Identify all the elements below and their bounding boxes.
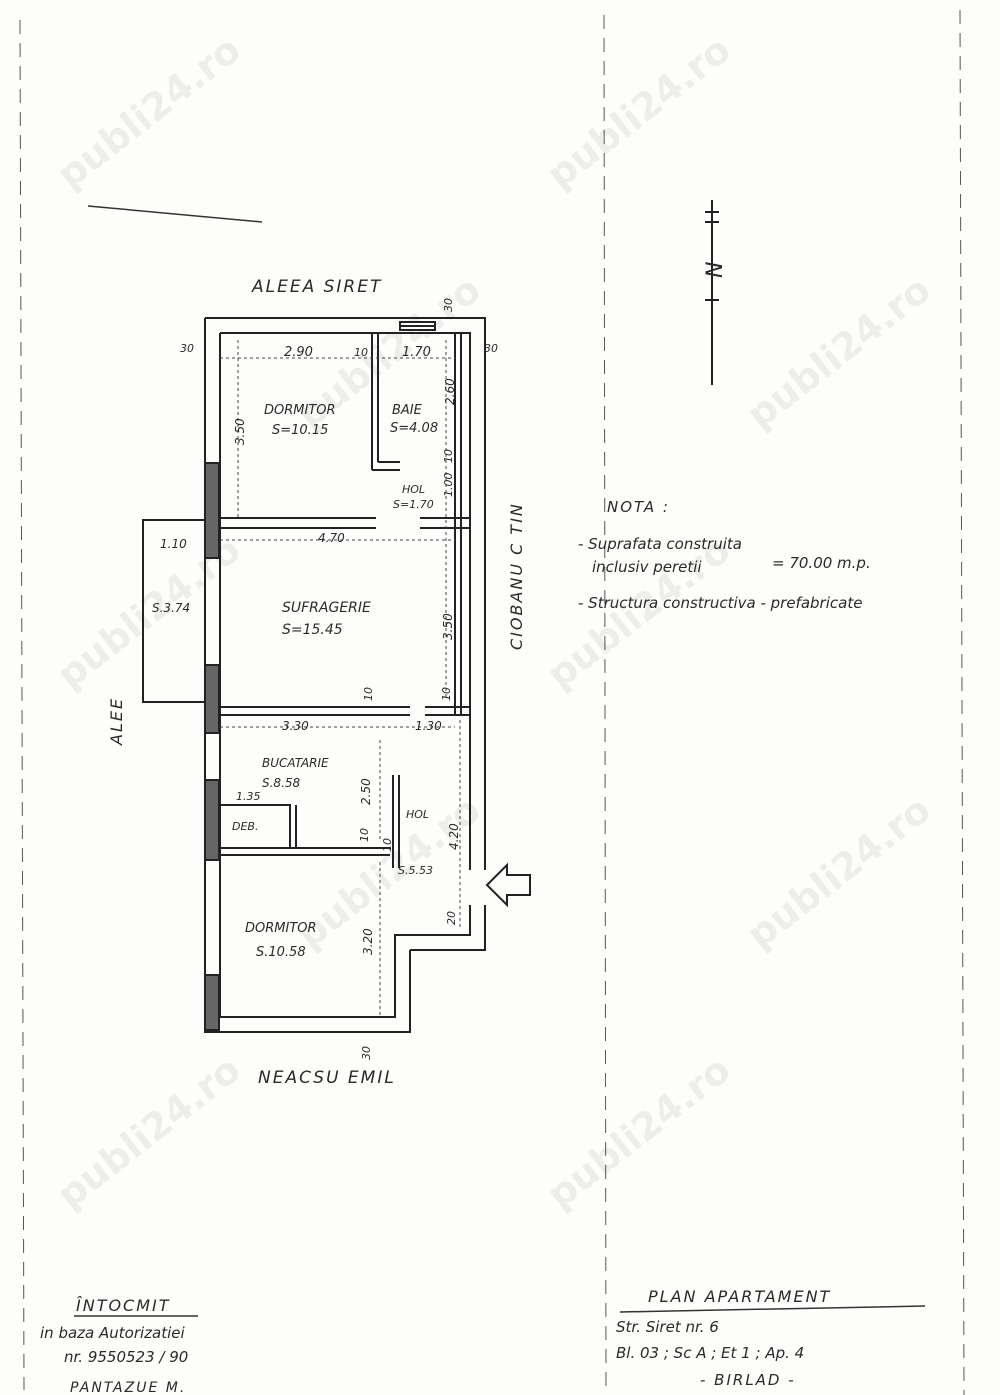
nota-line3: = 70.00 m.p.	[772, 554, 871, 572]
title-block-line1: Str. Siret nr. 6	[616, 1318, 719, 1336]
nota-line2: inclusiv peretii	[592, 558, 702, 576]
walls	[142, 317, 486, 1033]
room-dormitor1-area: S=10.15	[272, 423, 328, 438]
dimension-lines	[220, 340, 461, 1015]
room-dormitor2-area: S.10.58	[256, 945, 306, 960]
dim-h-partition: 10	[442, 449, 455, 463]
svg-text:publi24.ro: publi24.ro	[538, 27, 738, 197]
svg-text:publi24.ro: publi24.ro	[738, 787, 938, 957]
title-block-title: PLAN APARTAMENT	[648, 1287, 831, 1306]
dim-w-bucatarie: 3.30	[282, 719, 309, 733]
dim-p3: 10	[358, 828, 371, 842]
room-hol2-area: S.5.53	[398, 864, 433, 877]
nota-title: NOTA :	[607, 498, 670, 516]
dim-top-wall: 30	[442, 298, 455, 312]
room-bucatarie-name: BUCATARIE	[262, 756, 329, 770]
room-dormitor2-name: DORMITOR	[245, 921, 317, 936]
dim-h-sufragerie: 3.50	[441, 613, 455, 640]
dim-h-dormitor1: 3.50	[233, 418, 247, 445]
dim-h-dormitor2: 3.20	[361, 928, 375, 955]
dim-p5: 10	[381, 838, 394, 852]
title-block-line2: Bl. 03 ; Sc A ; Et 1 ; Ap. 4	[616, 1344, 804, 1362]
dim-w-balcon: 1.10	[160, 537, 187, 551]
dim-w-deb: 1.35	[236, 790, 261, 803]
dim-h-baie: 2.60	[443, 378, 457, 405]
stray-mark	[87, 205, 263, 223]
room-deb-name: DEB.	[232, 820, 258, 833]
dim-h-bucatarie: 2.50	[359, 778, 373, 805]
stamp-title: ÎNTOCMIT	[76, 1296, 171, 1315]
dim-w-hol2: 1.30	[415, 719, 442, 733]
svg-text:publi24.ro: publi24.ro	[48, 27, 248, 197]
dimension-labels: 30 30 30 2.90 10 1.70 3.50 2.60 1.00 10 …	[160, 298, 498, 1060]
room-sufragerie-name: SUFRAGERIE	[282, 600, 371, 616]
street-east: CIOBANU C TIN	[507, 502, 526, 650]
dim-w-partition: 10	[354, 346, 368, 359]
dim-w-sufragerie: 4.70	[318, 531, 345, 545]
dim-p1: 10	[362, 687, 375, 701]
room-bucatarie-area: S.8.58	[262, 776, 301, 790]
stamp-line3: PANTAZUE M.	[70, 1380, 186, 1395]
room-baie-area: S=4.08	[390, 421, 438, 436]
nota-line1: - Suprafata construita	[578, 535, 742, 553]
watermark: publi24.ro publi24.ro publi24.ro publi24…	[48, 27, 938, 1217]
svg-text:publi24.ro: publi24.ro	[288, 787, 488, 957]
svg-text:publi24.ro: publi24.ro	[538, 1047, 738, 1217]
dim-bottom-wall: 30	[360, 1046, 373, 1060]
dim-w-dormitor1: 2.90	[284, 345, 313, 360]
room-hol1-area: S=1.70	[393, 498, 434, 511]
stamp-block: ÎNTOCMIT in baza Autorizatiei nr. 955052…	[40, 1296, 198, 1395]
dim-w-baie: 1.70	[402, 345, 431, 360]
paper-edges	[19, 9, 965, 1395]
north-label: N	[703, 262, 728, 278]
svg-text:publi24.ro: publi24.ro	[738, 267, 938, 437]
room-hol2-name: HOL	[406, 808, 429, 821]
dim-p4: 20	[445, 911, 458, 925]
north-arrow-icon	[705, 200, 719, 385]
street-south: NEACSU EMIL	[258, 1068, 396, 1088]
room-balcon-area: S.3.74	[152, 601, 190, 615]
street-north: ALEEA SIRET	[251, 277, 382, 297]
nota-block: NOTA : - Suprafata construita inclusiv p…	[578, 498, 871, 612]
title-block: PLAN APARTAMENT Str. Siret nr. 6 Bl. 03 …	[616, 1287, 926, 1389]
room-hol1-name: HOL	[402, 483, 425, 496]
title-block-line3: - BIRLAD -	[700, 1371, 796, 1389]
nota-line4: - Structura constructiva - prefabricate	[578, 594, 862, 612]
room-labels: DORMITOR S=10.15 BAIE S=4.08 HOL S=1.70 …	[152, 403, 438, 960]
svg-text:publi24.ro: publi24.ro	[48, 1047, 248, 1217]
stamp-line1: in baza Autorizatiei	[40, 1324, 185, 1342]
dim-p2: 10	[440, 687, 453, 701]
dim-right-wall: 30	[484, 342, 498, 355]
dim-h-hol1: 1.00	[442, 473, 455, 498]
stamp-line2: nr. 9550523 / 90	[64, 1348, 188, 1366]
dim-left-wall: 30	[180, 342, 194, 355]
street-west: ALEE	[107, 697, 126, 746]
room-dormitor1-name: DORMITOR	[264, 403, 336, 418]
room-sufragerie-area: S=15.45	[282, 622, 343, 638]
entrance-arrow-icon	[485, 862, 531, 908]
dim-h-hol2: 4.20	[447, 823, 461, 850]
room-baie-name: BAIE	[392, 403, 423, 418]
